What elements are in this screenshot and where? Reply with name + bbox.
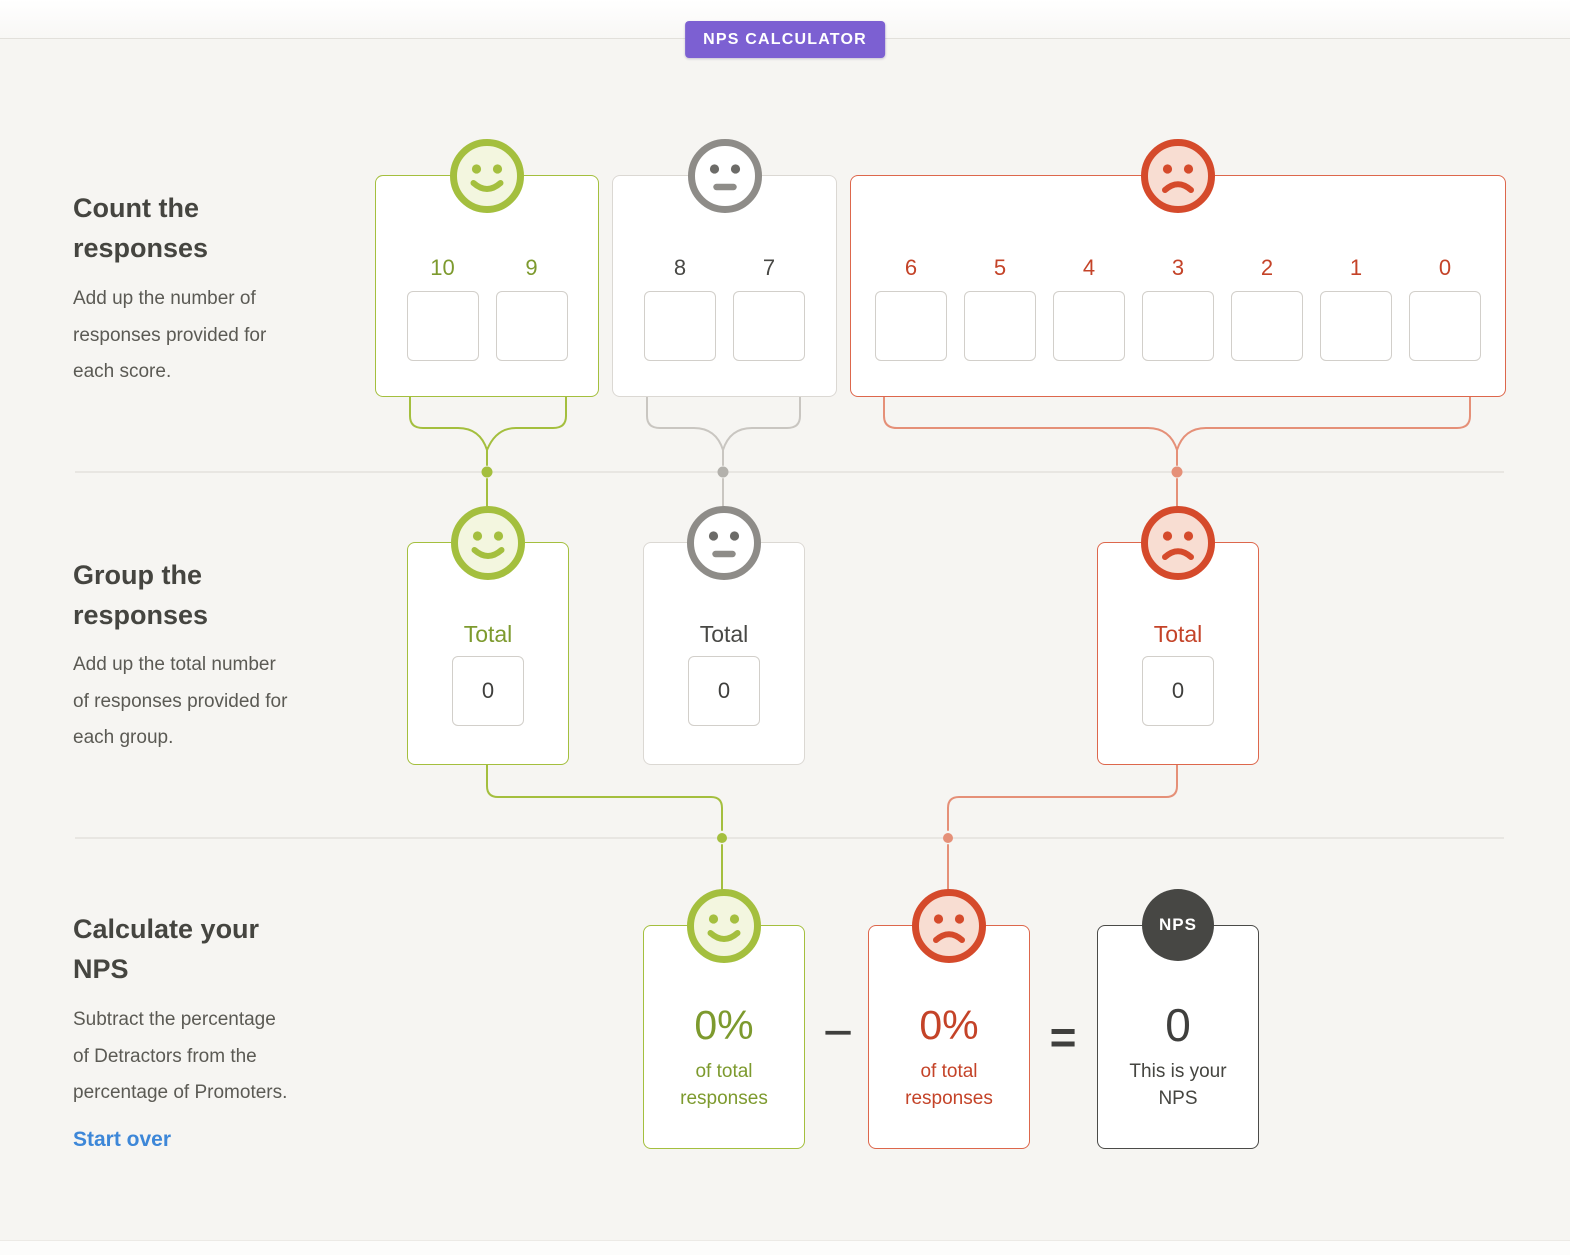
score-input-10[interactable] bbox=[406, 291, 479, 361]
score-input-2[interactable] bbox=[1231, 291, 1303, 361]
sad-face-icon bbox=[1141, 139, 1215, 213]
nps-caption-line1: This is your bbox=[1129, 1061, 1227, 1082]
nps-caption-line2: NPS bbox=[1158, 1088, 1198, 1109]
score-label-5: 5 bbox=[993, 255, 1007, 280]
score-column-2: 2 bbox=[1231, 255, 1303, 361]
score-label-9: 9 bbox=[525, 255, 538, 280]
step1-desc-line1: Add up the number of bbox=[73, 288, 256, 309]
step3-desc-line2: of Detractors from the bbox=[73, 1045, 257, 1067]
promoters-total-label: Total bbox=[463, 621, 513, 647]
score-label-7: 7 bbox=[762, 255, 776, 280]
detractors-total-input[interactable] bbox=[1142, 656, 1214, 726]
step3-description: Subtract the percentage of Detractors fr… bbox=[73, 1002, 373, 1112]
promoters-score-row: 10 9 bbox=[376, 255, 598, 361]
promoters-score-box: 10 9 bbox=[375, 139, 599, 397]
score-column-10: 10 bbox=[406, 255, 479, 361]
nps-result-value: 0 bbox=[1165, 999, 1191, 1051]
step2-title-line1: Group the bbox=[73, 560, 202, 590]
step2-desc-line2: of responses provided for bbox=[73, 690, 288, 712]
step1-title-line2: responses bbox=[73, 233, 209, 263]
promoters-total-box: Total bbox=[407, 506, 569, 765]
bottom-bar bbox=[0, 1240, 1570, 1255]
passives-total-label: Total bbox=[699, 621, 749, 647]
score-column-3: 3 bbox=[1142, 255, 1214, 361]
promoters-percent-value: 0% bbox=[694, 1002, 754, 1048]
neutral-face-icon bbox=[687, 139, 762, 213]
happy-face-icon bbox=[451, 506, 525, 580]
score-label-4: 4 bbox=[1082, 255, 1096, 280]
score-input-9[interactable] bbox=[495, 291, 568, 361]
passives-total-box: Total bbox=[643, 506, 805, 765]
step2-title-line2: responses bbox=[73, 600, 209, 630]
score-column-1: 1 bbox=[1320, 255, 1392, 361]
sad-face-icon bbox=[912, 889, 986, 963]
step3-title-line1: Calculate your bbox=[73, 914, 260, 944]
step3-desc-line3: percentage of Promoters. bbox=[73, 1082, 288, 1103]
detractors-percent-box: 0% of total responses bbox=[868, 889, 1030, 1149]
score-label-10: 10 bbox=[430, 255, 455, 280]
detractors-percent-caption: of total responses bbox=[869, 1058, 1029, 1112]
step3-title-line2: NPS bbox=[73, 954, 129, 984]
step2-description: Add up the total number of responses pro… bbox=[73, 647, 373, 757]
detractors-total-box: Total bbox=[1097, 506, 1259, 765]
promoters-caption-line2: responses bbox=[680, 1088, 768, 1109]
step1-title-line1: Count the bbox=[73, 193, 199, 223]
score-input-8[interactable] bbox=[644, 291, 716, 361]
step2-desc-line3: each group. bbox=[73, 727, 174, 748]
happy-face-icon bbox=[687, 889, 761, 963]
equals-sign: = bbox=[1049, 1011, 1077, 1063]
score-label-1: 1 bbox=[1349, 255, 1363, 280]
minus-sign: − bbox=[822, 1004, 854, 1062]
score-input-5[interactable] bbox=[964, 291, 1036, 361]
score-column-0: 0 bbox=[1409, 255, 1481, 361]
score-column-5: 5 bbox=[964, 255, 1036, 361]
score-column-9: 9 bbox=[495, 255, 568, 361]
start-over-link[interactable]: Start over bbox=[73, 1128, 172, 1151]
score-input-7[interactable] bbox=[733, 291, 805, 361]
detractors-score-box: 6 5 4 3 2 1 0 bbox=[850, 139, 1506, 397]
score-label-3: 3 bbox=[1171, 255, 1185, 280]
step3-title: Calculate your NPS bbox=[73, 909, 373, 989]
passives-score-row: 8 7 bbox=[613, 255, 836, 361]
score-input-4[interactable] bbox=[1053, 291, 1125, 361]
detractors-caption-line2: responses bbox=[905, 1088, 993, 1109]
score-input-3[interactable] bbox=[1142, 291, 1214, 361]
step1-title: Count the responses bbox=[73, 188, 373, 268]
score-column-7: 7 bbox=[733, 255, 805, 361]
step2-desc-line1: Add up the total number bbox=[73, 654, 276, 675]
score-input-1[interactable] bbox=[1320, 291, 1392, 361]
promoters-total-input[interactable] bbox=[452, 656, 524, 726]
detractors-caption-line1: of total bbox=[920, 1061, 978, 1082]
passives-total-input[interactable] bbox=[688, 656, 760, 726]
nps-result-box: NPS 0 This is your NPS bbox=[1097, 889, 1259, 1149]
step1-description: Add up the number of responses provided … bbox=[73, 281, 373, 391]
nps-result-caption: This is your NPS bbox=[1098, 1058, 1258, 1112]
score-label-0: 0 bbox=[1438, 255, 1452, 280]
neutral-face-icon bbox=[687, 506, 761, 580]
score-input-6[interactable] bbox=[875, 291, 947, 361]
promoters-percent-caption: of total responses bbox=[644, 1058, 804, 1112]
score-label-6: 6 bbox=[904, 255, 918, 280]
score-column-6: 6 bbox=[875, 255, 947, 361]
promoters-caption-line1: of total bbox=[695, 1061, 753, 1082]
step1-desc-line3: each score. bbox=[73, 361, 172, 382]
nps-calculator-badge: NPS CALCULATOR bbox=[685, 21, 885, 58]
score-label-8: 8 bbox=[673, 255, 687, 280]
step1-desc-line2: responses provided for bbox=[73, 324, 267, 346]
score-column-4: 4 bbox=[1053, 255, 1125, 361]
score-column-8: 8 bbox=[644, 255, 716, 361]
detractors-score-row: 6 5 4 3 2 1 0 bbox=[851, 255, 1505, 361]
nps-badge-icon: NPS bbox=[1142, 889, 1214, 961]
detractors-total-label: Total bbox=[1153, 621, 1203, 647]
score-label-2: 2 bbox=[1260, 255, 1274, 280]
detractors-percent-value: 0% bbox=[919, 1002, 979, 1048]
happy-face-icon bbox=[450, 139, 524, 213]
promoters-percent-box: 0% of total responses bbox=[643, 889, 805, 1149]
step3-desc-line1: Subtract the percentage bbox=[73, 1009, 276, 1030]
score-input-0[interactable] bbox=[1409, 291, 1481, 361]
passives-score-box: 8 7 bbox=[612, 139, 837, 397]
step2-title: Group the responses bbox=[73, 555, 373, 635]
sad-face-icon bbox=[1141, 506, 1215, 580]
